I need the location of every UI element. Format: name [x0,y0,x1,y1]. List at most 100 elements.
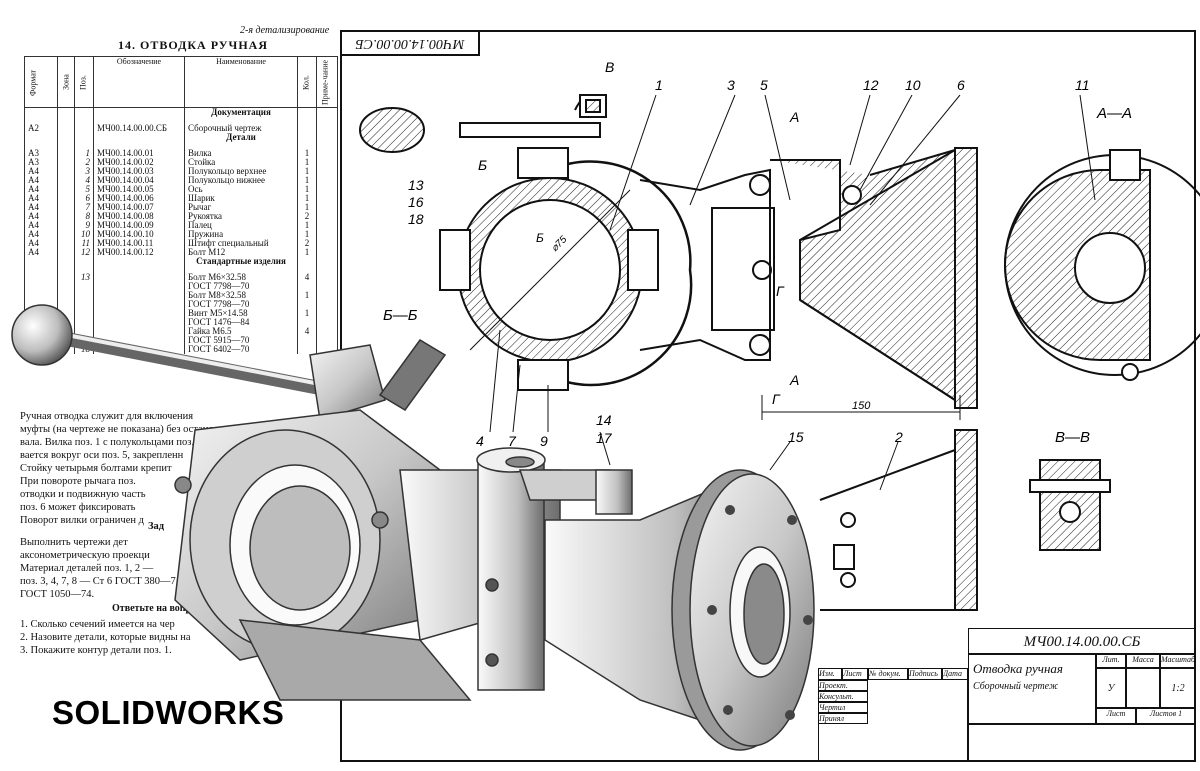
spec-cell: МЧ00.14.00.05 [93,184,185,194]
spec-column-header: Наименование [184,56,298,108]
spec-cell [93,256,185,273]
spec-cell: 1 [297,229,317,239]
spec-cell: МЧ00.14.00.10 [93,229,185,239]
role-proekt: Проект. [818,680,868,691]
spec-cell [24,107,58,124]
title-block-name-cell: Отводка ручная Сборочный чертеж [968,654,1096,724]
view-letter-a-bottom: А [789,372,799,388]
spec-table-row: ГОСТ 7798—70 [24,281,338,291]
callout-6: 6 [957,77,965,93]
spec-cell: Стойка [184,157,298,167]
spec-cell [297,344,317,354]
spec-cell [57,229,75,239]
spec-cell [316,299,338,309]
spec-cell [24,299,58,309]
spec-cell [74,107,94,124]
spec-cell: A4 [24,184,58,194]
spec-cell [316,107,338,124]
solidworks-watermark: SOLIDWORKS [52,694,285,731]
spec-cell [316,175,338,185]
doc-title: 14. ОТВОДКА РУЧНАЯ [118,38,269,52]
section-a-a-view [1004,149,1200,381]
description-line: Ручная отводка служит для включения [20,411,194,422]
callout-2: 2 [894,429,903,445]
ring-section-view [439,147,693,391]
spec-cell [297,256,317,273]
spec-cell: A4 [24,238,58,248]
scale-value: 1:2 [1160,668,1196,708]
spec-cell: 4 [74,175,94,185]
spec-cell: A4 [24,220,58,230]
spec-cell: 1 [297,308,317,318]
spec-cell: A4 [24,202,58,212]
spec-cell [57,299,75,309]
3d-assembly-render [11,304,815,751]
spec-cell: A3 [24,157,58,167]
spec-cell [316,220,338,230]
stand-side-view [819,429,978,611]
task-line: Выполнить чертежи дет [20,537,128,548]
spec-cell [93,290,185,300]
spec-cell [74,256,94,273]
spec-cell [316,256,338,273]
spec-cell [316,281,338,291]
spec-cell: 8 [74,211,94,221]
task-line: Материал деталей поз. 1, 2 — [20,563,154,574]
questions-heading: Ответьте на вопрос [112,603,201,614]
section-v-v-view [1029,459,1111,551]
sheet-label: Лист [1096,708,1136,724]
question-line: 2. Назовите детали, которые видны на [20,632,191,643]
spec-cell: МЧ00.14.00.08 [93,211,185,221]
view-letter-b: Б [478,157,487,173]
spec-cell: A4 [24,166,58,176]
spec-cell [316,290,338,300]
spec-cell [93,132,185,149]
spec-cell: 1 [297,157,317,167]
spec-cell: 5 [74,184,94,194]
spec-cell: МЧ00.14.00.03 [93,166,185,176]
spec-cell: 1 [297,290,317,300]
description-line: отводки и подвижную часть [20,489,146,500]
spec-cell [74,123,94,133]
spec-cell [57,202,75,212]
spec-cell [74,132,94,149]
description-line: вала. Вилка поз. 1 с полукольцами поз. [20,437,194,448]
spec-cell: МЧ00.14.00.07 [93,202,185,212]
handle-view [359,94,607,153]
callout-13: 13 [408,177,424,193]
spec-cell: 1 [297,148,317,158]
spec-cell [316,184,338,194]
spec-cell [316,272,338,282]
spec-cell [297,299,317,309]
spec-cell [316,238,338,248]
spec-cell [57,123,75,133]
spec-cell [74,317,94,327]
section-label-b-b: Б—Б [383,307,418,324]
spec-cell: 13 [74,272,94,282]
spec-cell [57,281,75,291]
spec-cell: Болт М8×32.58 [184,290,298,300]
spec-cell: A4 [24,247,58,257]
spec-cell [316,211,338,221]
spec-cell [316,326,338,336]
spec-cell: 4 [297,326,317,336]
spec-cell [316,166,338,176]
spec-cell: МЧ00.14.00.09 [93,220,185,230]
spec-cell [297,317,317,327]
spec-cell [57,166,75,176]
spec-cell [93,281,185,291]
spec-cell: МЧ00.14.00.02 [93,157,185,167]
spec-cell [24,281,58,291]
spec-cell [316,308,338,318]
callout-10: 10 [905,77,921,93]
view-letter-g-bottom: Г [772,391,781,407]
spec-cell: ГОСТ 7798—70 [184,281,298,291]
callout-12: 12 [863,77,879,93]
lit-value: У [1096,668,1126,708]
spec-cell [57,175,75,185]
spec-cell [24,256,58,273]
